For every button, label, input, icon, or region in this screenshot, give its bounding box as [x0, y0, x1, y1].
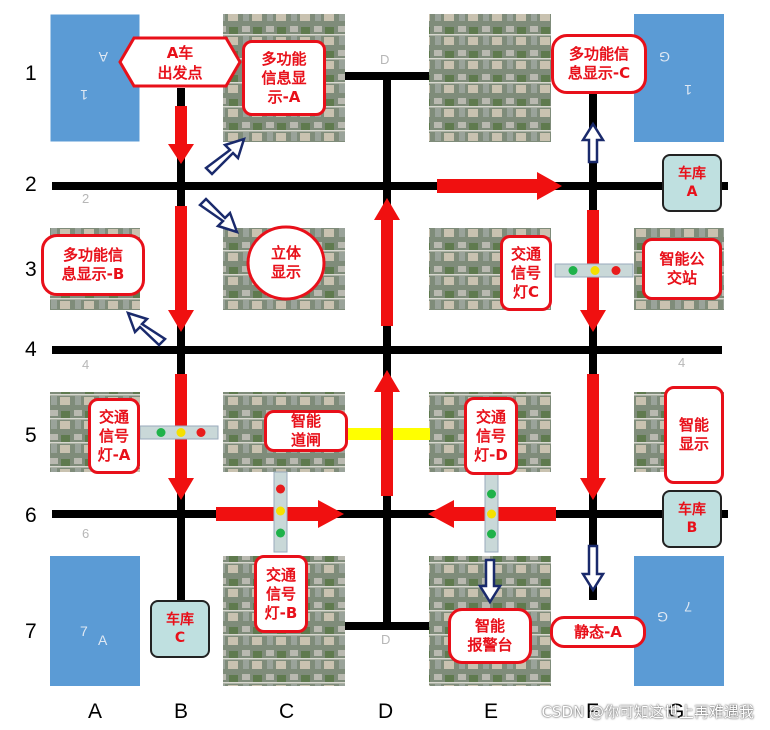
lot-label: 1 — [80, 87, 88, 103]
smart-alarm-station: 智能 报警台 — [448, 608, 532, 664]
hollow-arrow-down — [477, 558, 503, 605]
col-label-d: D — [378, 700, 394, 723]
traffic-light-d-label: 交通 信号 灯-D — [464, 397, 518, 475]
road-label: D — [381, 632, 390, 647]
start-point-line-2: 出发点 — [157, 64, 202, 82]
info-display-a: 多功能 信息显 示-A — [242, 40, 326, 116]
stereo-display-marker — [246, 225, 326, 301]
parking-lot-top-left — [49, 13, 141, 143]
lot-label: 7 — [80, 623, 88, 639]
start-point-marker — [118, 36, 242, 88]
info-display-b: 多功能信 息显示-B — [41, 234, 145, 296]
row-label-5: 5 — [25, 424, 37, 447]
info-display-c: 多功能信 息显示-C — [551, 34, 647, 94]
lot-label: G — [659, 49, 670, 65]
row-label-3: 3 — [25, 258, 37, 281]
watermark: CSDN @你可知这世上再难遇我 — [541, 703, 754, 721]
road-label: 4 — [82, 357, 89, 372]
traffic-light-a-label: 交通 信号 灯-A — [88, 398, 140, 474]
parking-lot-bottom-left — [50, 556, 140, 686]
smart-bus-stop: 智能公 交站 — [642, 238, 722, 300]
road-label: D — [380, 52, 389, 67]
road-network — [52, 72, 728, 630]
row-label-4: 4 — [25, 338, 37, 361]
garage-c: 车库 C — [150, 600, 210, 658]
row-label-1: 1 — [25, 62, 37, 85]
col-label-c: C — [279, 700, 295, 723]
lot-label: A — [98, 49, 108, 65]
parking-lot-bottom-right — [634, 556, 724, 686]
garage-a: 车库 A — [662, 154, 722, 212]
traffic-light-d — [484, 471, 499, 553]
lot-label: 7 — [684, 599, 692, 615]
parking-lot-top-right — [634, 14, 724, 142]
route-arrow-up — [374, 370, 400, 496]
hollow-arrow-up — [580, 121, 606, 164]
col-label-f: F — [586, 700, 599, 723]
hollow-arrow-up-left — [125, 311, 167, 347]
smart-gate: 智能 道闸 — [264, 410, 348, 452]
start-point-line-1: A车 — [167, 44, 194, 62]
lot-label: 1 — [684, 82, 692, 98]
hollow-arrow-down — [580, 544, 606, 593]
static-a: 静态-A — [550, 616, 646, 648]
traffic-light-c — [554, 263, 634, 278]
hollow-arrow-up-right — [204, 137, 246, 176]
route-arrow-down — [168, 106, 194, 164]
col-label-b: B — [174, 700, 189, 723]
city-block — [429, 14, 551, 142]
road-label: 2 — [82, 191, 89, 206]
route-arrow-down — [580, 374, 606, 500]
route-arrow-up — [374, 198, 400, 326]
route-arrow-right — [437, 172, 562, 200]
road-label: 4 — [678, 355, 685, 370]
traffic-light-c-label: 交通 信号 灯C — [500, 235, 552, 311]
hollow-arrow-down-right — [198, 197, 240, 234]
row-label-2: 2 — [25, 173, 37, 196]
lot-label: A — [98, 632, 108, 648]
col-label-a: A — [88, 700, 103, 723]
traffic-light-b — [273, 471, 288, 553]
col-label-e: E — [484, 700, 499, 723]
hollow-arrows — [125, 121, 606, 605]
row-label-6: 6 — [25, 504, 37, 527]
col-label-g: G — [668, 700, 685, 723]
road-label: 6 — [82, 526, 89, 541]
garage-b: 车库 B — [662, 490, 722, 548]
route-arrow-down — [168, 206, 194, 332]
row-label-7: 7 — [25, 620, 37, 643]
smart-display: 智能 显示 — [664, 386, 724, 484]
traffic-light-b-label: 交通 信号 灯-B — [254, 555, 308, 633]
stereo-display: 立体 显示 — [270, 244, 301, 281]
lot-label: G — [657, 609, 668, 625]
traffic-light-a — [139, 425, 219, 440]
